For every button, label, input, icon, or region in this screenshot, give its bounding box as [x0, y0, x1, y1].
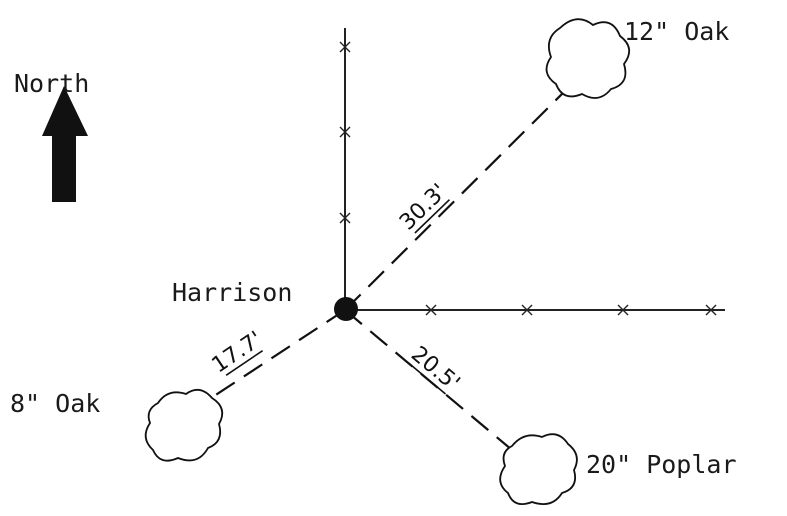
- distance-label-12-oak: 30.3': [395, 179, 452, 235]
- tree-label-12-oak: 12" Oak: [624, 17, 729, 46]
- tick-mark: [521, 304, 533, 316]
- harrison-label: Harrison: [172, 278, 292, 307]
- north-arrow-icon: [42, 86, 88, 202]
- tree-label-20-poplar: 20" Poplar: [586, 450, 737, 479]
- harrison-point: [334, 297, 358, 321]
- tree-crown-icon: [144, 388, 224, 462]
- tick-mark: [339, 126, 351, 138]
- tree-crown-icon: [545, 18, 630, 99]
- north-label: North: [14, 69, 89, 98]
- tick-mark: [617, 304, 629, 316]
- tick-mark: [339, 212, 351, 224]
- north-axis-ticks: [339, 41, 351, 224]
- line-to-8-oak: [204, 309, 346, 403]
- east-axis-ticks: [425, 304, 717, 316]
- distance-lines: [204, 85, 571, 451]
- distance-underline: [225, 350, 264, 376]
- tree-crown-icon: [499, 433, 578, 505]
- tick-mark: [425, 304, 437, 316]
- tree-label-8-oak: 8" Oak: [10, 389, 100, 418]
- north-arrow: North: [14, 69, 89, 202]
- distance-label-20-poplar: 20.5': [406, 342, 464, 397]
- distance-label-8-oak: 17.7': [208, 327, 268, 379]
- distance-text: 17.7': [208, 327, 268, 379]
- distance-text: 30.3': [395, 179, 452, 235]
- line-to-12-oak: [344, 85, 571, 311]
- axes: [339, 28, 725, 316]
- distance-underline: [414, 199, 450, 234]
- distance-underline: [408, 362, 447, 395]
- tick-mark: [705, 304, 717, 316]
- tick-mark: [339, 41, 351, 53]
